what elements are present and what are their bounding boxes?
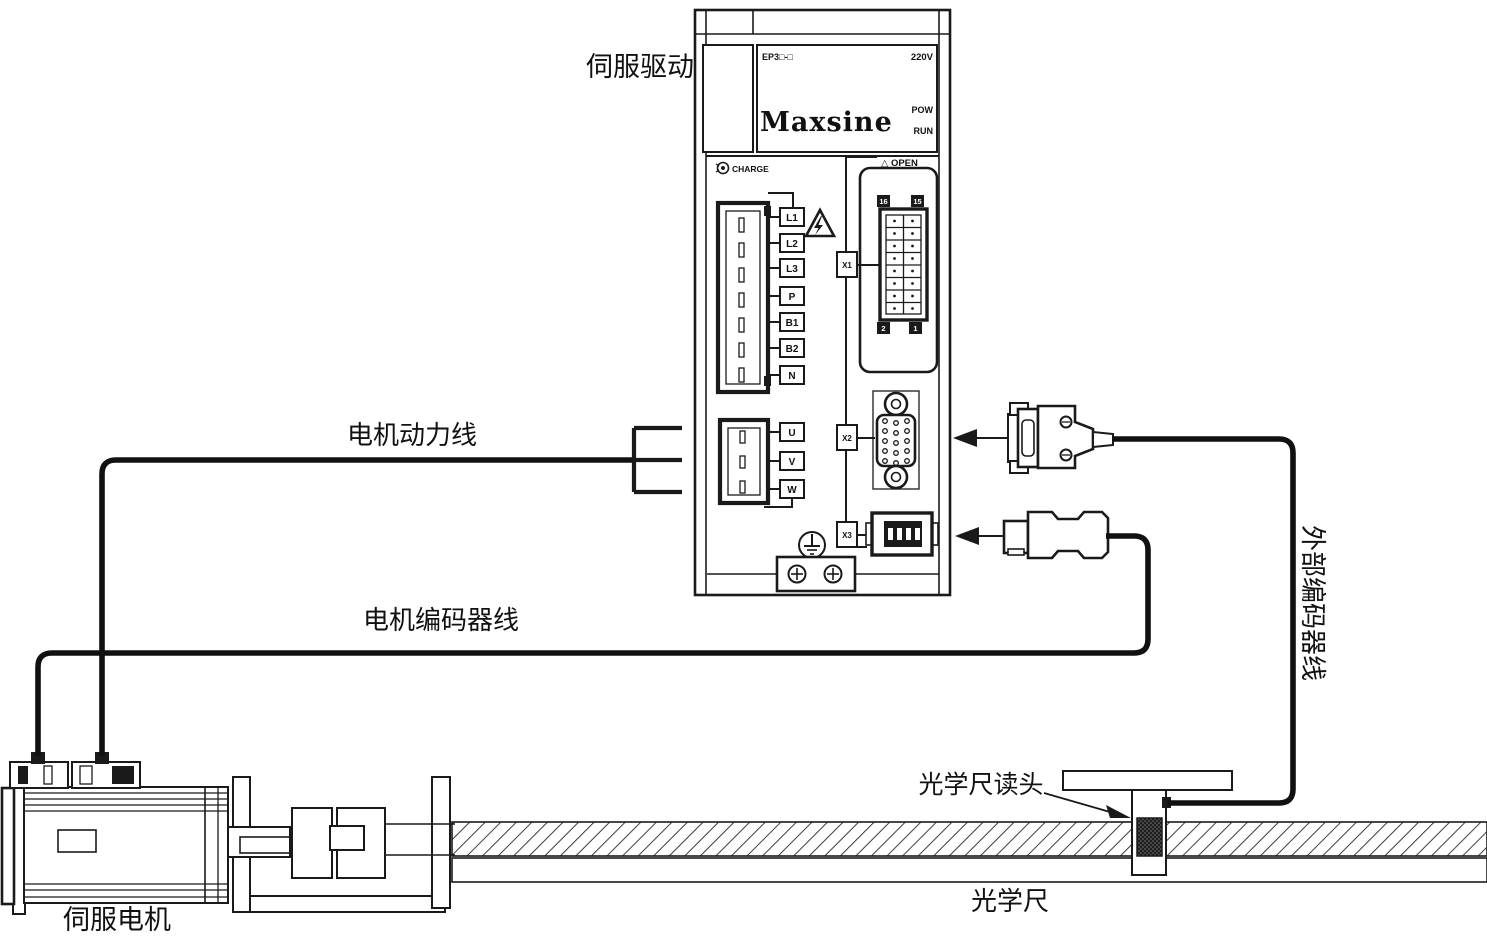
tag-x3: X3: [836, 521, 872, 548]
motor-power-socket: [71, 752, 141, 789]
x1-pin-15: 15: [913, 197, 921, 206]
svg-text:U: U: [788, 428, 795, 439]
readhead-pointer-arrow: [1043, 792, 1131, 818]
x1-block-pins: [893, 219, 914, 310]
drive-voltage: 220V: [911, 52, 934, 63]
svg-text:P: P: [789, 292, 796, 303]
db15-plug: [953, 402, 1114, 474]
charge-led-icon: [716, 161, 730, 175]
terminal-n: N: [768, 365, 805, 385]
charge-indicator: CHARGE: [715, 161, 769, 175]
terminal-l2: L2: [768, 233, 805, 253]
x3-encoder-connector: [865, 511, 939, 557]
motor-fins: [24, 792, 228, 898]
screw-icon: [787, 564, 807, 584]
svg-text:B1: B1: [786, 318, 799, 329]
svg-text:W: W: [787, 485, 797, 496]
svg-text:L3: L3: [786, 264, 798, 275]
screw-icon: [823, 564, 843, 584]
terminal-b1: B1: [768, 312, 805, 332]
mounting-bracket: [232, 776, 451, 913]
pow-led-label: POW: [912, 105, 934, 115]
svg-text:L1: L1: [786, 213, 798, 224]
terminal-l3: L3: [768, 258, 805, 278]
lead-screw: [385, 823, 455, 856]
svg-text:X1: X1: [842, 261, 852, 270]
x1-terminal-block: 16 15 2 1: [877, 195, 929, 334]
terminal-v: V: [768, 451, 805, 471]
encoder-plug: [955, 510, 1110, 560]
motor-terminals: U V W: [764, 422, 805, 508]
motor-encoder-cable: [35, 533, 1151, 756]
motor-output-connector: [717, 417, 771, 506]
external-encoder-cable: [1112, 436, 1296, 806]
external-encoder-cable-label: 外部编码器线: [1298, 524, 1328, 681]
servo-motor: [0, 752, 291, 915]
svg-text:N: N: [788, 371, 795, 382]
brand-logo: Maxsine: [760, 107, 893, 138]
db15-pins: [882, 418, 910, 466]
x1-panel: △ OPEN: [845, 156, 939, 548]
drive-model: EP3□-□: [762, 52, 793, 62]
motor-encoder-cable-label: 电机编码器线: [362, 605, 519, 635]
terminal-w: W: [768, 479, 805, 499]
x1-pin-1: 1: [913, 324, 917, 333]
warning-icon: [803, 207, 837, 238]
svg-text:L2: L2: [786, 239, 798, 250]
terminal-l1: L1: [768, 207, 805, 227]
x1-pin-16: 16: [879, 197, 887, 206]
x2-connector-db15: [872, 390, 920, 490]
motor-shaft: [227, 826, 291, 858]
scale-base-beam: [451, 857, 1487, 883]
plug-screw-icon: [1059, 448, 1073, 462]
x3-slots: [888, 528, 920, 540]
arrow-left-icon: [955, 527, 979, 545]
x1-block-rows: [886, 226, 921, 304]
tag-x2: X2: [836, 424, 875, 451]
optical-scale-label: 光学尺: [970, 886, 1049, 916]
svg-text:B2: B2: [786, 344, 799, 355]
motor-power-cable-label: 电机动力线: [346, 420, 477, 450]
readhead: [1062, 770, 1233, 876]
connector-tags: X1 X2 X3: [836, 251, 880, 548]
power-terminals: L1 L2 L3 P B1 B2 N: [768, 207, 805, 385]
power-input-connector: [715, 192, 794, 395]
power-cable-fork: [631, 425, 682, 495]
terminal-p: P: [768, 286, 805, 306]
open-label: △ OPEN: [881, 158, 918, 169]
optical-scale: [451, 821, 1487, 883]
power-connector-slots: [738, 217, 745, 383]
nameplate: EP3□-□ 220V Maxsine POW RUN: [702, 44, 938, 153]
readhead-sensor: [1136, 817, 1163, 857]
charge-label: CHARGE: [732, 164, 769, 174]
scale-readhead-label: 光学尺读头: [918, 771, 1044, 799]
terminal-b2: B2: [768, 338, 805, 358]
run-led-label: RUN: [914, 126, 934, 136]
motor-encoder-socket: [9, 752, 69, 789]
svg-text:V: V: [789, 457, 796, 468]
x1-pin-2: 2: [881, 324, 885, 333]
coupling: [291, 807, 386, 879]
motor-power-cable: [99, 425, 682, 756]
arrow-left-icon: [953, 429, 977, 447]
plug-screw-icon: [1059, 415, 1073, 429]
svg-text:X3: X3: [842, 531, 852, 540]
servo-motor-label: 伺服电机: [63, 905, 171, 935]
terminal-u: U: [768, 422, 805, 442]
tag-x1: X1: [836, 251, 880, 278]
svg-text:X2: X2: [842, 434, 852, 443]
servo-drive-label: 伺服驱动: [586, 52, 694, 82]
screw-plate: [775, 555, 857, 593]
readhead-top-plate: [1062, 770, 1233, 791]
